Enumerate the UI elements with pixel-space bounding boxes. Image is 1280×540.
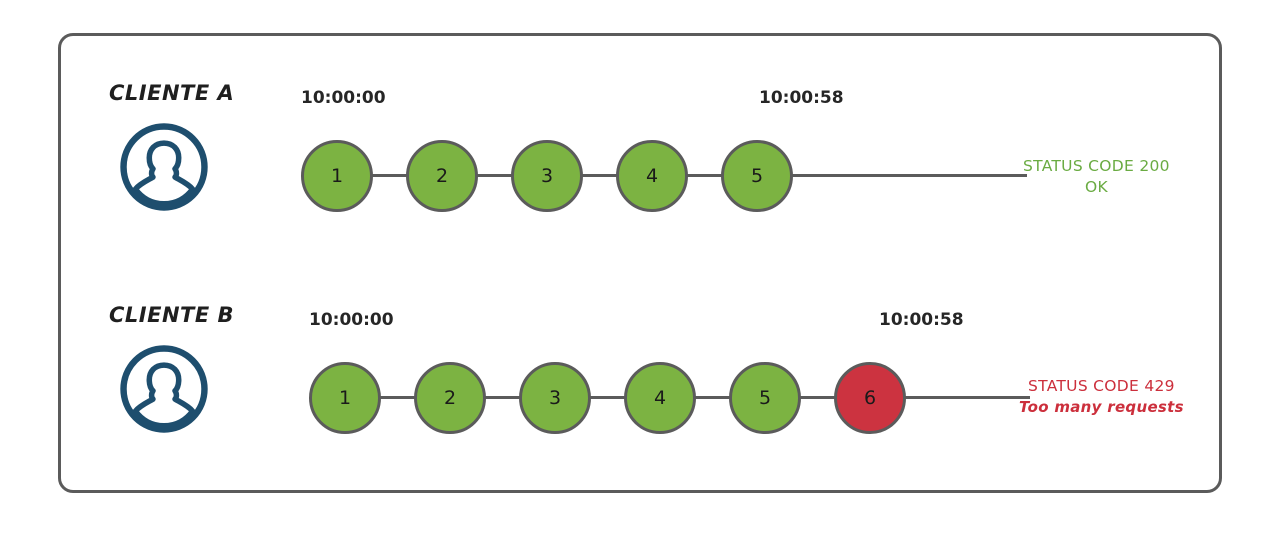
request-node[interactable]: 1 bbox=[301, 140, 373, 212]
user-avatar-icon bbox=[118, 121, 210, 213]
connector bbox=[367, 174, 407, 177]
connector bbox=[585, 396, 625, 399]
timestamp-b-end: 10:00:58 bbox=[879, 310, 964, 330]
status-label-b: STATUS CODE 429 Too many requests bbox=[1019, 376, 1184, 417]
status-code-b: STATUS CODE 429 bbox=[1028, 377, 1175, 395]
timestamp-a-end: 10:00:58 bbox=[759, 88, 844, 108]
timestamp-b-start: 10:00:00 bbox=[309, 310, 394, 330]
connector bbox=[480, 396, 520, 399]
client-label-b: CLIENTE B bbox=[109, 303, 235, 327]
request-node[interactable]: 5 bbox=[729, 362, 801, 434]
diagram-panel: CLIENTE A 10:00:00 10:00:58 1 2 bbox=[58, 33, 1222, 493]
request-node[interactable]: 3 bbox=[511, 140, 583, 212]
connector bbox=[690, 396, 730, 399]
user-avatar-icon bbox=[118, 343, 210, 435]
request-node[interactable]: 5 bbox=[721, 140, 793, 212]
status-label-a: STATUS CODE 200 OK bbox=[1023, 156, 1170, 198]
status-code-a: STATUS CODE 200 bbox=[1023, 157, 1170, 175]
status-line-a bbox=[787, 174, 1027, 177]
request-node[interactable]: 4 bbox=[616, 140, 688, 212]
connector bbox=[375, 396, 415, 399]
request-node[interactable]: 1 bbox=[309, 362, 381, 434]
request-node-blocked[interactable]: 6 bbox=[834, 362, 906, 434]
connector bbox=[577, 174, 617, 177]
client-label-a: CLIENTE A bbox=[109, 81, 235, 105]
request-node[interactable]: 3 bbox=[519, 362, 591, 434]
status-line-b bbox=[900, 396, 1030, 399]
request-node[interactable]: 2 bbox=[406, 140, 478, 212]
status-message-b: Too many requests bbox=[1019, 397, 1184, 416]
status-message-a: OK bbox=[1084, 177, 1108, 196]
connector bbox=[795, 396, 835, 399]
connector bbox=[472, 174, 512, 177]
timestamp-a-start: 10:00:00 bbox=[301, 88, 386, 108]
request-node[interactable]: 2 bbox=[414, 362, 486, 434]
connector bbox=[682, 174, 722, 177]
request-node[interactable]: 4 bbox=[624, 362, 696, 434]
